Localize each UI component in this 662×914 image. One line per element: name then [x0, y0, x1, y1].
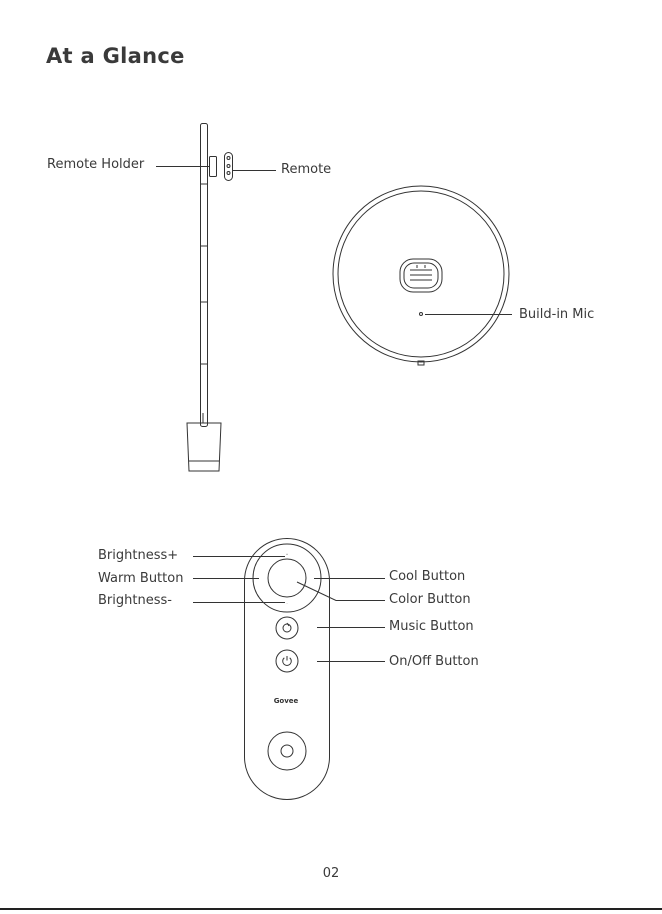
color-button-label: Color Button — [389, 592, 471, 608]
warm-button-label: Warm Button — [98, 571, 183, 587]
floor-lamp-drawing — [187, 124, 221, 472]
remote-control-drawing — [245, 539, 330, 800]
brightness-down-label: Brightness- — [98, 593, 172, 609]
remote-label: Remote — [281, 162, 331, 178]
onoff-button-label: On/Off Button — [389, 654, 479, 670]
cool-button-label: Cool Button — [389, 569, 465, 585]
remote-mini-drawing — [225, 153, 233, 181]
lamp-base-drawing — [333, 186, 509, 365]
remote-holder-label: Remote Holder — [47, 157, 144, 173]
footer-rule — [0, 908, 662, 910]
page-number: 02 — [0, 866, 662, 881]
brightness-up-label: Brightness+ — [98, 548, 178, 564]
brand-logo: Govee — [274, 697, 299, 705]
color-button-leader — [297, 582, 385, 601]
brightness-up-mark: + — [286, 552, 289, 556]
remote-holder-drawing — [210, 157, 217, 177]
brightness-down-mark: - — [286, 601, 287, 605]
mic-label: Build-in Mic — [519, 307, 594, 323]
music-button-label: Music Button — [389, 619, 474, 635]
